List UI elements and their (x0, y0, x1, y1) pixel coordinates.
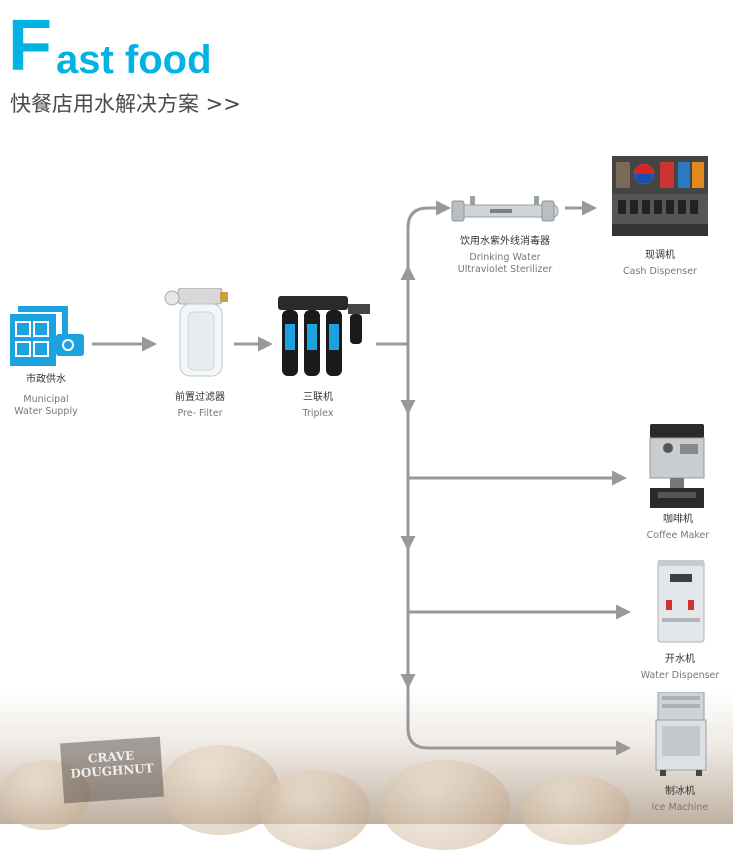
title-initial: F (8, 6, 52, 86)
uv-cn: 饮用水紫外线消毒器 (460, 236, 550, 247)
soda-dispenser-icon (612, 156, 708, 236)
triplex-label: 三联机 Triplex (268, 392, 368, 420)
water-en: Water Dispenser (640, 670, 720, 681)
ice-cn: 制冰机 (665, 786, 695, 797)
building-pump-icon (10, 306, 84, 366)
uv-sterilizer-icon (451, 196, 559, 222)
triplex-filter-icon (278, 296, 370, 376)
ice-en: Ice Machine (651, 802, 709, 813)
title-text: ast food (56, 38, 212, 82)
cash-en: Cash Dispenser (623, 266, 697, 277)
municipal-en-1: Municipal (23, 394, 69, 405)
pre-filter-icon (164, 288, 228, 377)
triplex-cn: 三联机 (303, 392, 333, 403)
ice-machine-icon (655, 692, 707, 776)
background-bun (0, 760, 90, 830)
cash-cn: 现调机 (645, 250, 675, 261)
uv-en-1: Drinking Water (469, 252, 541, 263)
flow-lines (92, 200, 631, 756)
municipal-en-2: Water Supply (14, 406, 78, 417)
coffee-label: 咖啡机 Coffee Maker (628, 514, 728, 542)
uv-en-2: Ultraviolet Sterilizer (457, 264, 553, 275)
prefilter-label: 前置过滤器 Pre- Filter (150, 392, 250, 420)
cash-label: 现调机 Cash Dispenser (610, 250, 710, 278)
coffee-machine-icon (649, 424, 705, 508)
coffee-en: Coffee Maker (646, 530, 710, 541)
prefilter-cn: 前置过滤器 (175, 392, 225, 403)
ice-label: 制冰机 Ice Machine (630, 786, 730, 814)
page-subtitle: 快餐店用水解决方案 >> (10, 92, 241, 116)
coffee-cn: 咖啡机 (663, 514, 693, 525)
municipal-label: 市政供水 Municipal Water Supply (0, 374, 92, 418)
prefilter-en: Pre- Filter (177, 408, 223, 419)
background-bun (160, 745, 280, 835)
trunk-main (406, 344, 631, 756)
water-boiler-icon (657, 560, 705, 643)
trunk-to-uv (406, 200, 451, 344)
water-cn: 开水机 (665, 654, 695, 665)
water-label: 开水机 Water Dispenser (628, 654, 732, 682)
municipal-cn: 市政供水 (26, 374, 66, 385)
triplex-en: Triplex (302, 408, 334, 419)
uv-label: 饮用水紫外线消毒器 Drinking Water Ultraviolet Ste… (430, 236, 580, 276)
